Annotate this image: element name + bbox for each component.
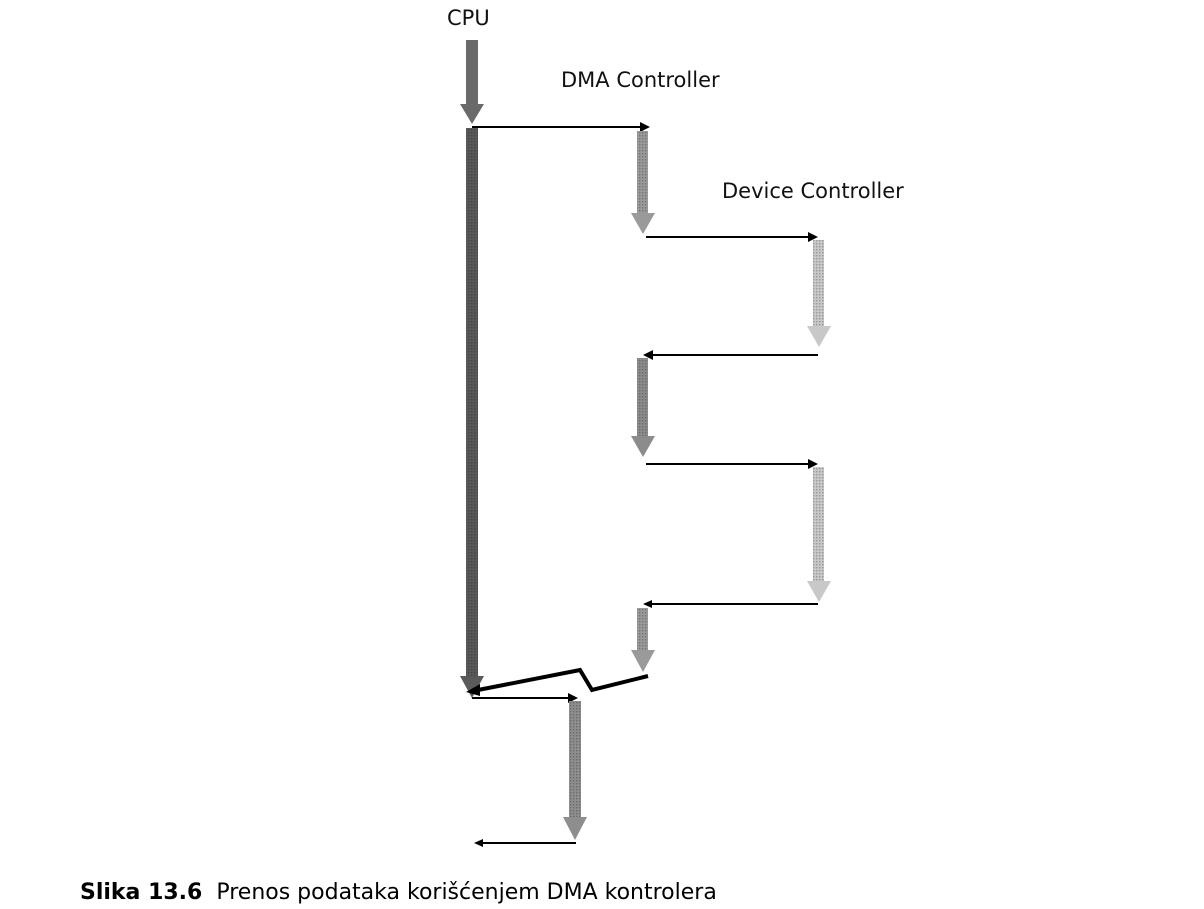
signal-device-to-dma-1 (643, 350, 818, 360)
cpu-flow-arrow (460, 128, 484, 698)
device-flow-arrow-2 (807, 467, 831, 602)
figure-caption-text: Prenos podataka korišćenjem DMA kontrole… (216, 880, 716, 905)
signal-output-return (474, 839, 576, 847)
figure-caption: Slika 13.6 Prenos podataka korišćenjem DM… (80, 880, 717, 905)
signal-cpu-to-output (472, 693, 578, 703)
signal-dma-to-device-1 (646, 232, 818, 242)
signal-dma-to-device-2 (646, 459, 818, 469)
cpu-input-arrow (460, 40, 484, 124)
figure-number: Slika 13.6 (80, 880, 202, 905)
device-controller-label: Device Controller (722, 179, 904, 203)
cpu-label: CPU (447, 6, 490, 30)
dma-flow-arrow-1 (631, 131, 655, 234)
dma-controller-label: DMA Controller (561, 68, 720, 92)
output-flow-arrow (563, 701, 587, 840)
dma-flow-arrow-2 (631, 358, 655, 457)
device-flow-arrow-1 (807, 240, 831, 347)
signal-device-to-dma-2 (643, 600, 818, 608)
interrupt-zigzag-signal (466, 667, 649, 696)
signal-cpu-to-dma (472, 122, 650, 132)
dma-flow-arrow-3 (631, 608, 655, 672)
